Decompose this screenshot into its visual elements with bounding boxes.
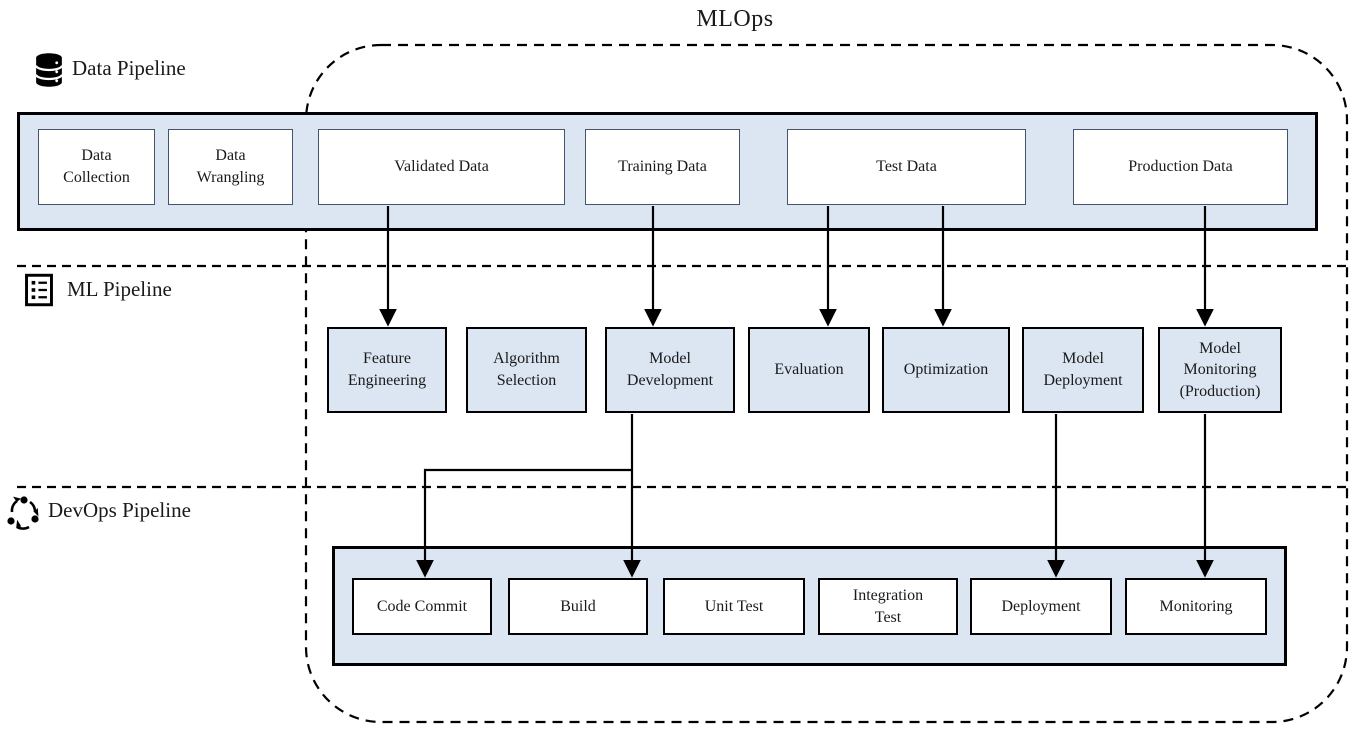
checklist-icon: [25, 273, 53, 307]
box-build: Build: [508, 578, 648, 635]
cycle-arrows-icon: [7, 496, 39, 530]
diagram-title: MLOps: [696, 6, 774, 32]
box-monitoring: Monitoring: [1125, 578, 1267, 635]
box-deployment: Deployment: [970, 578, 1112, 635]
box-validated-data: Validated Data: [318, 129, 565, 205]
box-model-development: Model Development: [605, 327, 735, 413]
box-data-collection: Data Collection: [38, 129, 155, 205]
box-model-monitoring: Model Monitoring (Production): [1158, 327, 1282, 413]
ml-pipeline-label: ML Pipeline: [67, 277, 172, 301]
box-feature-engineering: Feature Engineering: [327, 327, 447, 413]
database-icon: [35, 53, 63, 87]
data-pipeline-label: Data Pipeline: [72, 56, 186, 80]
box-data-wrangling: Data Wrangling: [168, 129, 293, 205]
box-test-data: Test Data: [787, 129, 1026, 205]
box-integration-test: Integration Test: [818, 578, 958, 635]
box-evaluation: Evaluation: [748, 327, 870, 413]
box-algorithm-selection: Algorithm Selection: [466, 327, 587, 413]
box-training-data: Training Data: [585, 129, 740, 205]
devops-pipeline-label: DevOps Pipeline: [48, 498, 191, 522]
box-optimization: Optimization: [882, 327, 1010, 413]
box-production-data: Production Data: [1073, 129, 1288, 205]
box-code-commit: Code Commit: [352, 578, 492, 635]
box-unit-test: Unit Test: [663, 578, 805, 635]
box-model-deployment: Model Deployment: [1022, 327, 1144, 413]
